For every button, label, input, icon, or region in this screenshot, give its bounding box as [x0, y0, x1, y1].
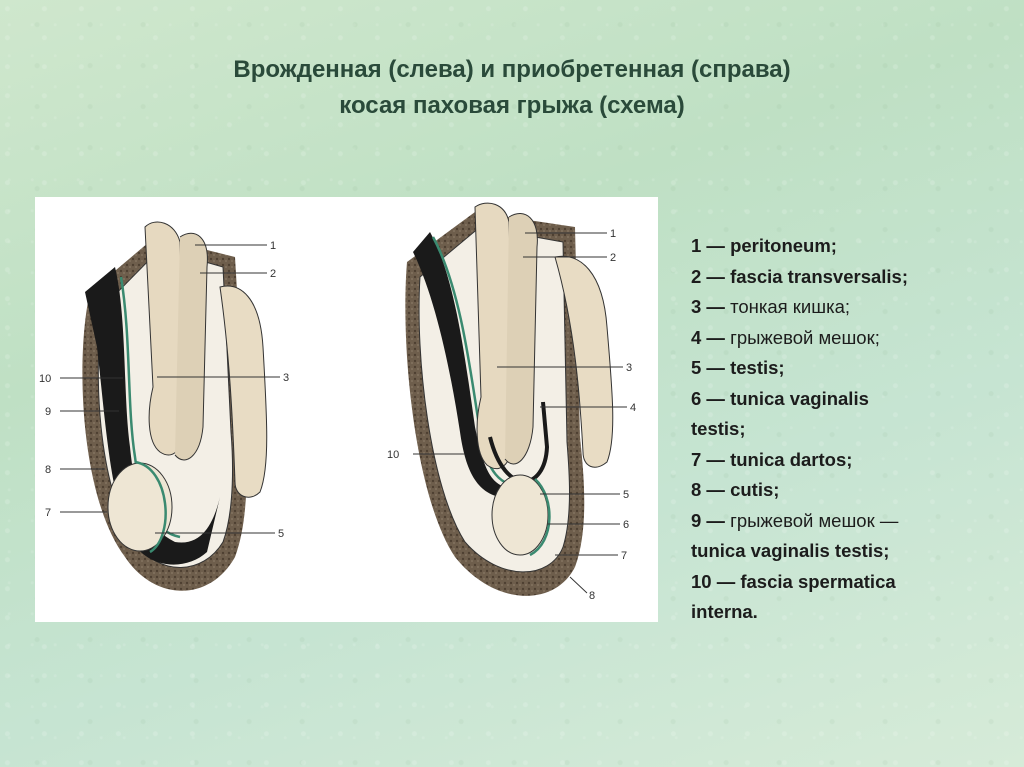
legend-item-10: 10 — fascia spermatica	[691, 570, 896, 592]
left-label-5: 5	[278, 528, 284, 540]
right-testis	[491, 474, 549, 556]
right-label-8: 8	[589, 590, 595, 602]
legend-item-5: 5 — testis;	[691, 357, 785, 378]
left-intestine-loop-2	[174, 232, 208, 461]
legend-item-6: 6 — tunica vaginalis	[691, 387, 869, 409]
left-testis-green	[134, 460, 167, 554]
left-label-10: 10	[39, 373, 51, 385]
right-label-numbers: 1 2 3 4 10 5 6 7 8	[387, 228, 636, 602]
left-penis	[219, 285, 268, 498]
legend-item-9: 9 — грыжевой мешок —	[691, 509, 899, 531]
legend: 1 — peritoneum; 2 — fascia transversalis…	[691, 231, 1011, 628]
legend-item-9-cont: tunica vaginalis testis;	[691, 540, 890, 561]
legend-item-2: 2 — fascia transversalis;	[691, 265, 908, 287]
right-label-2: 2	[610, 252, 616, 264]
left-leader-lines	[60, 244, 280, 534]
slide-title: Врожденная (слева) и приобретенная (спра…	[0, 52, 1024, 124]
left-label-8: 8	[45, 464, 51, 476]
title-line-1: Врожденная (слева) и приобретенная (спра…	[233, 56, 791, 83]
right-label-5: 5	[623, 489, 629, 501]
legend-item-10-cont: interna.	[691, 601, 758, 622]
right-leader-lines	[413, 232, 627, 594]
right-label-4: 4	[630, 402, 636, 414]
right-green-layer	[431, 236, 526, 489]
left-label-1: 1	[270, 240, 276, 252]
left-drawing: 1 2 3 10 9 8 7 5	[39, 221, 289, 591]
legend-item-8: 8 — cutis;	[691, 479, 780, 500]
hernia-diagram: 1 2 3 10 9 8 7 5	[35, 197, 658, 622]
right-dark-band	[413, 232, 505, 497]
left-label-7: 7	[45, 507, 51, 519]
title-line-2: косая паховая грыжа (схема)	[339, 92, 685, 119]
left-label-3: 3	[283, 372, 289, 384]
right-label-3: 3	[626, 362, 632, 374]
hernia-diagram-svg: 1 2 3 10 9 8 7 5	[39, 202, 636, 602]
legend-item-6-cont: testis;	[691, 418, 746, 439]
left-label-9: 9	[45, 406, 51, 418]
legend-item-3: 3 — тонкая кишка;	[691, 296, 850, 317]
left-label-numbers: 1 2 3 10 9 8 7 5	[39, 240, 289, 540]
right-intestine-loop-2	[504, 213, 538, 465]
legend-item-7: 7 — tunica dartos;	[691, 448, 853, 470]
right-label-6: 6	[623, 519, 629, 531]
right-label-10: 10	[387, 449, 399, 461]
right-testis-green	[529, 478, 551, 557]
right-intestine-loop	[474, 202, 516, 470]
left-label-2: 2	[270, 268, 276, 280]
right-label-7: 7	[621, 550, 627, 562]
legend-item-4: 4 — грыжевой мешок;	[691, 326, 880, 348]
right-drawing: 1 2 3 4 10 5 6 7 8	[387, 202, 636, 602]
right-label-1: 1	[610, 228, 616, 240]
legend-item-1: 1 — peritoneum;	[691, 235, 837, 256]
